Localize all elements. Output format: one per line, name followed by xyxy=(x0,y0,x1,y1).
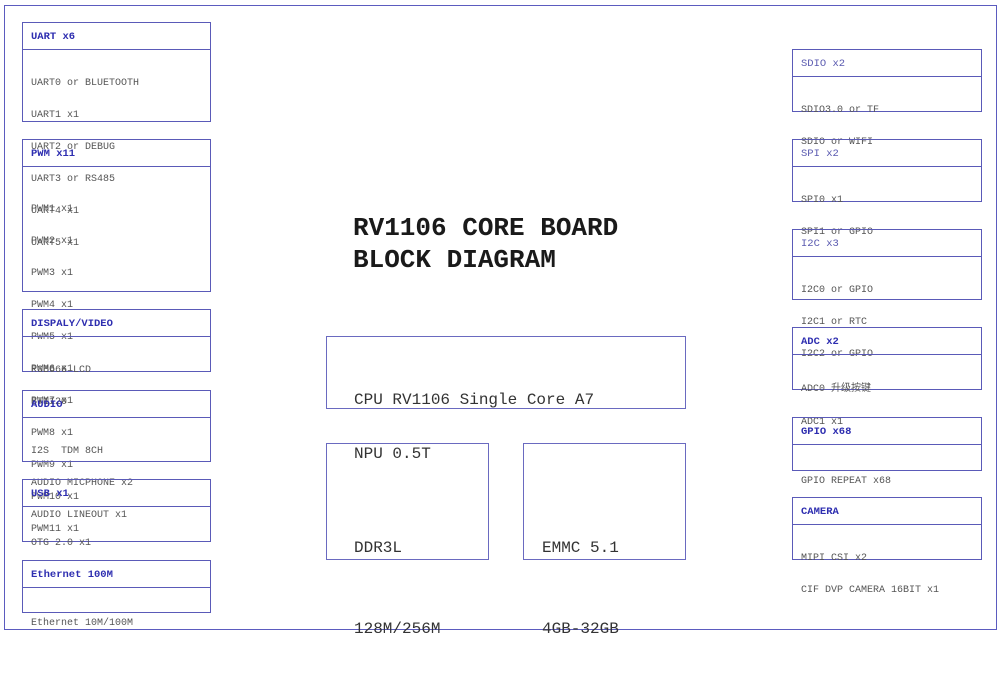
block-item: UART2 or DEBUG xyxy=(31,142,116,153)
block-item: AUDIO MICPHONE x2 xyxy=(31,478,134,489)
block-header: AUDIO xyxy=(23,391,210,418)
block-item: UART1 x1 xyxy=(31,110,80,121)
block-gpio: GPIO x68 GPIO REPEAT x68 xyxy=(792,417,982,487)
block-header: GPIO x68 xyxy=(793,418,981,445)
block-spi: SPI x2 SPI0 x1 SPI1 or GPIO xyxy=(792,139,982,238)
block-audio: AUDIO I2S TDM 8CH AUDIO MICPHONE x2 AUDI… xyxy=(22,390,211,521)
block-adc: ADC x2 ADC0 升级按键 ADC1 x1 xyxy=(792,327,982,428)
block-header: PWM x11 xyxy=(23,140,210,167)
block-item: PWM2 x1 xyxy=(31,236,74,247)
block-item: PWM10 x1 xyxy=(31,492,80,503)
block-item: AUDIO LINEOUT x1 xyxy=(31,510,128,521)
block-item: ADC0 升级按键 xyxy=(801,384,872,395)
block-header: ADC x2 xyxy=(793,328,981,355)
block-ethernet: Ethernet 100M Ethernet 10M/100M xyxy=(22,560,211,629)
block-header: Ethernet 100M xyxy=(23,561,210,588)
block-body: GPIO REPEAT x68 xyxy=(793,445,981,509)
title-line-1: RV1106 CORE BOARD xyxy=(353,213,619,243)
block-header: CAMERA xyxy=(793,498,981,525)
block-body: OTG 2.0 x1 xyxy=(23,507,210,571)
block-i2c: I2C x3 I2C0 or GPIO I2C1 or RTC I2C2 or … xyxy=(792,229,982,360)
block-header: DISPALY/VIDEO xyxy=(23,310,210,337)
block-uart: UART x6 UART0 or BLUETOOTH UART1 x1 UART… xyxy=(22,22,211,249)
block-item: UART5 x1 xyxy=(31,238,80,249)
title-line-2: BLOCK DIAGRAM xyxy=(353,245,556,275)
ddr-line-2: 128M/256M xyxy=(354,620,441,638)
block-item: GPIO REPEAT x68 xyxy=(801,476,892,487)
block-body: SDIO3.0 or TF SDIO or WIFI xyxy=(793,77,981,170)
block-item: OTG 2.0 x1 xyxy=(31,538,92,549)
block-header: USB x1 xyxy=(23,480,210,507)
block-emmc: EMMC 5.1 4GB-32GB xyxy=(523,443,686,638)
block-item: BT1120 xyxy=(31,397,68,408)
cpu-line-2: NPU 0.5T xyxy=(354,445,431,463)
block-header: SDIO x2 xyxy=(793,50,981,77)
block-item: SPI1 or GPIO xyxy=(801,227,874,238)
block-item: I2S TDM 8CH xyxy=(31,446,104,457)
block-body: ADC0 升级按键 ADC1 x1 xyxy=(793,355,981,450)
block-item: Ethernet 10M/100M xyxy=(31,618,134,629)
block-item: I2C0 or GPIO xyxy=(801,285,874,296)
block-item: UART4 x1 xyxy=(31,206,80,217)
block-item: PWM4 x1 xyxy=(31,300,74,311)
block-item: CIF DVP CAMERA 16BIT x1 xyxy=(801,585,940,596)
block-body: PWM1 x1 PWM2 x1 PWM3 x1 PWM4 x1 PWM5 x1 … xyxy=(23,167,210,557)
emmc-line-2: 4GB-32GB xyxy=(542,620,619,638)
block-header: UART x6 xyxy=(23,23,210,50)
block-camera: CAMERA MIPI CSI x2 CIF DVP CAMERA 16BIT … xyxy=(792,497,982,596)
block-item: UART3 or RS485 xyxy=(31,174,116,185)
cpu-line-1: CPU RV1106 Single Core A7 xyxy=(354,391,595,409)
block-body: MIPI CSI x2 CIF DVP CAMERA 16BIT x1 xyxy=(793,525,981,618)
block-item: PWM6 x1 xyxy=(31,364,74,375)
block-item: UART0 or BLUETOOTH xyxy=(31,78,140,89)
block-item: SPI0 x1 xyxy=(801,195,844,206)
block-item: PWM5 x1 xyxy=(31,332,74,343)
block-header: I2C x3 xyxy=(793,230,981,257)
block-body: I2S TDM 8CH AUDIO MICPHONE x2 AUDIO LINE… xyxy=(23,418,210,543)
block-item: ADC1 x1 xyxy=(801,417,844,428)
block-item: PWM3 x1 xyxy=(31,268,74,279)
block-body: SPI0 x1 SPI1 or GPIO xyxy=(793,167,981,260)
block-header: SPI x2 xyxy=(793,140,981,167)
block-item: PWM9 x1 xyxy=(31,460,74,471)
block-usb: USB x1 OTG 2.0 x1 xyxy=(22,479,211,549)
block-body: UART0 or BLUETOOTH UART1 x1 UART2 or DEB… xyxy=(23,50,210,271)
block-body: Ethernet 10M/100M xyxy=(23,588,210,651)
block-item: PWM11 x1 xyxy=(31,524,80,535)
ddr-line-1: DDR3L xyxy=(354,539,403,557)
block-display-video: DISPALY/VIDEO RGB666 LCD BT1120 xyxy=(22,309,211,408)
block-item: PWM1 x1 xyxy=(31,204,74,215)
block-ddr: DDR3L 128M/256M xyxy=(326,443,489,638)
block-item: I2C1 or RTC xyxy=(801,317,868,328)
block-body: RGB666 LCD BT1120 xyxy=(23,337,210,430)
block-item: SDIO3.0 or TF xyxy=(801,105,880,116)
block-cpu: CPU RV1106 Single Core A7 NPU 0.5T xyxy=(326,336,686,463)
block-pwm: PWM x11 PWM1 x1 PWM2 x1 PWM3 x1 PWM4 x1 … xyxy=(22,139,211,535)
block-sdio: SDIO x2 SDIO3.0 or TF SDIO or WIFI xyxy=(792,49,982,148)
block-item: PWM8 x1 xyxy=(31,428,74,439)
block-item: MIPI CSI x2 xyxy=(801,553,868,564)
block-item: RGB666 LCD xyxy=(31,365,92,376)
block-item: SDIO or WIFI xyxy=(801,137,874,148)
emmc-line-1: EMMC 5.1 xyxy=(542,539,619,557)
block-item: PWM7 x1 xyxy=(31,396,74,407)
